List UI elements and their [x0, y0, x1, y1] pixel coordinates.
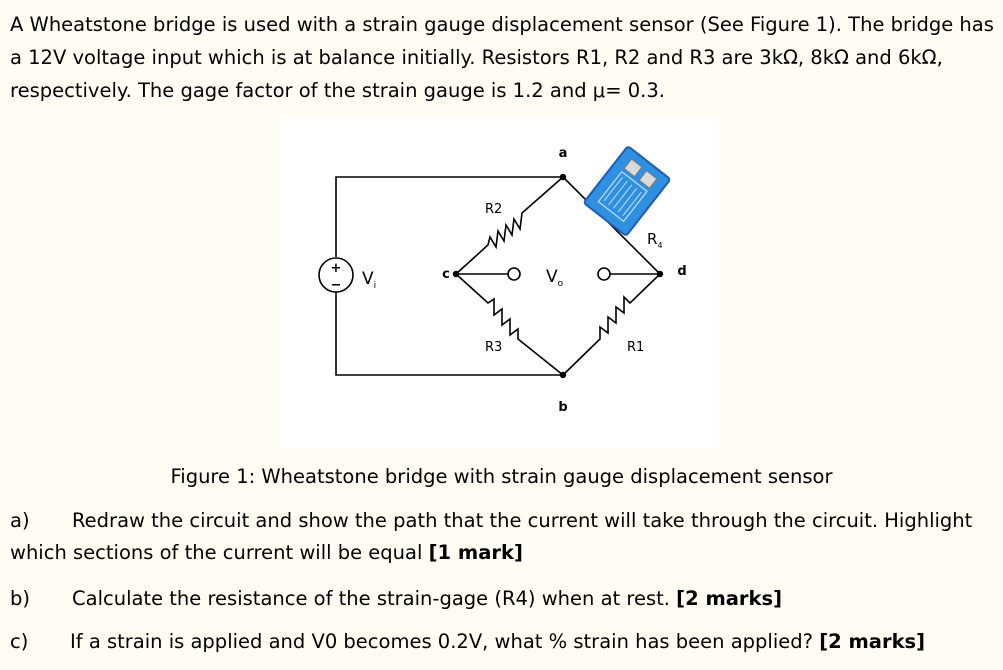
vo-label: Vo	[546, 267, 564, 289]
question-a-text: Redraw the circuit and show the path tha…	[10, 509, 973, 564]
strain-gauge-image	[583, 146, 671, 236]
question-c: c) If a strain is applied and V0 becomes …	[10, 626, 995, 658]
node-b-label: b	[558, 400, 567, 415]
wire-source-to-b	[335, 292, 563, 376]
figure-caption: Figure 1: Wheatstone bridge with strain …	[170, 465, 833, 488]
node-d-dot	[656, 270, 664, 278]
r1-label: R1	[627, 340, 644, 355]
outer-wires	[335, 176, 563, 376]
vo-terminal-left	[507, 267, 521, 281]
r4-label: R4	[647, 230, 663, 250]
node-c-dot	[452, 270, 460, 278]
question-b-text: Calculate the resistance of the strain-g…	[72, 587, 677, 610]
vo-terminal-right	[597, 267, 611, 281]
r2-label: R2	[485, 202, 502, 217]
question-c-letter: c)	[10, 630, 29, 653]
r3-resistor	[455, 273, 564, 376]
question-b-letter: b)	[10, 587, 30, 610]
source-plus-sign: +	[331, 261, 342, 276]
question-b-marks: [2 marks]	[676, 587, 783, 610]
source-label: Vi	[362, 269, 376, 291]
node-a-dot	[559, 173, 567, 181]
wire-source-to-a	[335, 176, 563, 257]
circuit-figure: + − Vi Vo	[280, 117, 719, 448]
wheatstone-bridge-diagram: + − Vi Vo	[318, 146, 687, 415]
source-minus-sign: −	[331, 278, 342, 293]
r3-label: R3	[485, 340, 502, 355]
question-c-text: If a strain is applied and V0 becomes 0.…	[70, 630, 820, 653]
r2-resistor	[455, 176, 564, 275]
question-a: a)Redraw the circuit and show the path t…	[10, 505, 995, 569]
node-d-label: d	[677, 264, 686, 279]
node-c-label: c	[442, 267, 450, 282]
question-a-letter: a)	[10, 509, 30, 532]
question-a-marks: [1 mark]	[428, 541, 523, 564]
node-a-label: a	[559, 146, 568, 161]
question-b: b) Calculate the resistance of the strain…	[10, 583, 995, 615]
node-b-dot	[559, 371, 567, 379]
question-c-marks: [2 marks]	[819, 630, 926, 653]
problem-statement: A Wheatstone bridge is used with a strai…	[10, 13, 994, 102]
r1-resistor	[562, 273, 661, 376]
voltage-source: + −	[318, 257, 354, 293]
